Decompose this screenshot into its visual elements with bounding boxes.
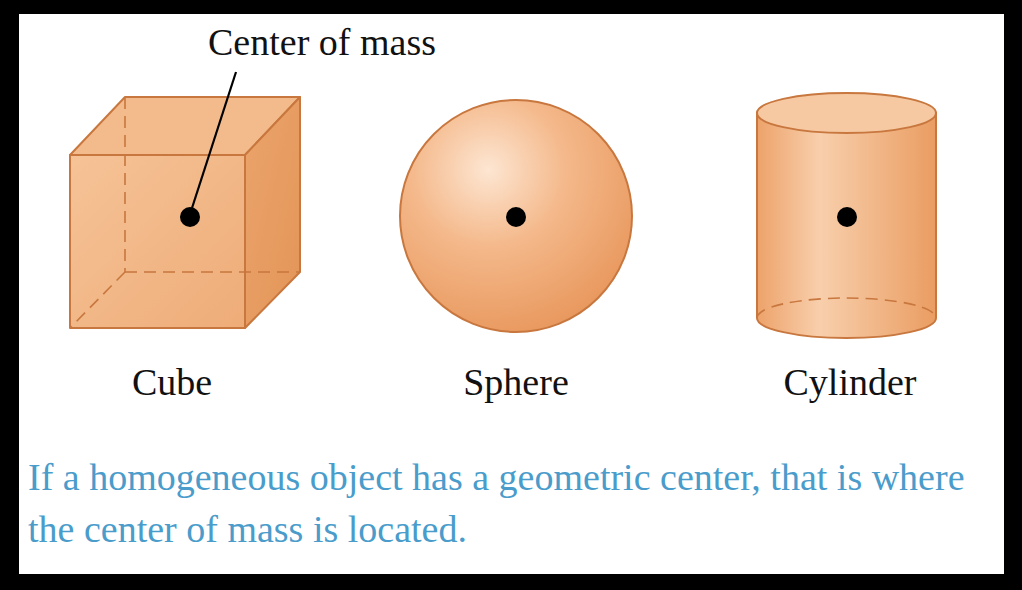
- shape-name: Sphere: [463, 360, 569, 406]
- sphere-figure: [400, 100, 632, 332]
- shape-name: Cube: [132, 360, 212, 406]
- callout-label: Center of mass: [208, 20, 436, 66]
- cylinder-figure: [757, 93, 936, 338]
- center-dot: [180, 207, 200, 227]
- shape-name: Cylinder: [784, 360, 917, 406]
- leader-line: [192, 72, 236, 208]
- cube-figure: [70, 97, 300, 328]
- center-dot: [837, 207, 857, 227]
- caption-text: If a homogeneous object has a geometric …: [28, 452, 1003, 555]
- center-dot: [506, 207, 526, 227]
